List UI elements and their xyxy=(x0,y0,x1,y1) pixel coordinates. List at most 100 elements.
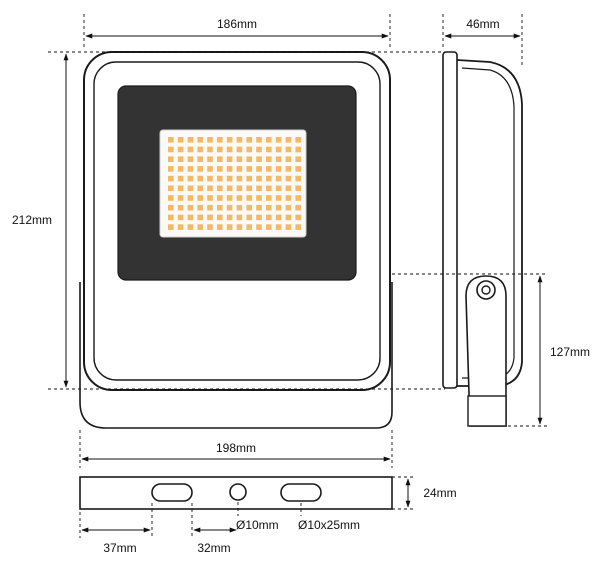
led-chip xyxy=(256,214,262,221)
led-chip xyxy=(275,214,282,221)
led-chip xyxy=(236,156,243,162)
led-chip xyxy=(168,175,174,182)
led-chip xyxy=(226,175,233,182)
led-chip xyxy=(226,214,233,221)
led-chip xyxy=(236,146,243,153)
led-chip xyxy=(256,175,262,182)
led-chip xyxy=(177,195,184,201)
led-chip xyxy=(266,156,272,162)
led-chip xyxy=(168,166,174,172)
led-chip xyxy=(177,146,184,153)
led-chip xyxy=(197,185,203,192)
led-chip xyxy=(217,195,223,201)
led-chip xyxy=(226,204,233,211)
led-chip xyxy=(275,146,282,153)
led-chip xyxy=(177,175,184,182)
led-chip xyxy=(217,166,223,172)
led-chip xyxy=(246,224,252,230)
led-chip xyxy=(275,175,282,182)
dimension-arrows xyxy=(63,33,543,533)
led-chip xyxy=(197,204,203,211)
led-chip xyxy=(197,166,203,172)
led-chip xyxy=(168,137,174,143)
led-chip xyxy=(266,175,272,182)
led-chip xyxy=(236,204,243,211)
led-chip xyxy=(226,185,233,192)
led-chip xyxy=(187,214,194,221)
led-chip xyxy=(285,185,292,192)
front-bracket-left-leg xyxy=(79,282,393,429)
side-front-plate xyxy=(442,51,458,389)
led-chip xyxy=(285,166,292,172)
led-chip xyxy=(168,214,174,221)
label-front-width: 186mm xyxy=(217,17,257,31)
led-chip xyxy=(217,214,223,221)
led-chip xyxy=(217,146,223,153)
led-chip xyxy=(207,156,213,162)
led-chip xyxy=(207,175,213,182)
led-chip xyxy=(168,204,174,211)
bracket-bottom-view xyxy=(79,476,393,510)
led-chip xyxy=(266,195,272,201)
led-chip xyxy=(275,224,282,230)
led-chip xyxy=(177,214,184,221)
led-chip xyxy=(177,137,184,143)
label-bracket-thickness: 24mm xyxy=(423,486,456,500)
bracket-plate xyxy=(79,476,393,510)
led-chip xyxy=(246,166,252,172)
led-chip xyxy=(177,204,184,211)
led-chip xyxy=(197,137,203,143)
led-chip xyxy=(266,146,272,153)
led-chip xyxy=(285,224,292,230)
led-chip xyxy=(236,185,243,192)
led-chip xyxy=(217,185,223,192)
led-chip xyxy=(177,166,184,172)
led-chip xyxy=(266,214,272,221)
label-hole-offset: 37mm xyxy=(103,541,136,555)
led-chip xyxy=(285,214,292,221)
led-chip xyxy=(168,146,174,153)
led-chip xyxy=(246,146,252,153)
slot-hole-left xyxy=(151,483,193,502)
led-chip xyxy=(226,224,233,230)
led-chip xyxy=(217,224,223,230)
led-chip xyxy=(187,146,194,153)
led-chip xyxy=(217,137,223,143)
led-chip xyxy=(207,214,213,221)
led-chip xyxy=(275,156,282,162)
led-chip xyxy=(187,224,194,230)
led-chip xyxy=(266,185,272,192)
led-chip xyxy=(207,195,213,201)
led-chip xyxy=(295,175,301,182)
led-panel xyxy=(159,129,307,238)
led-chip xyxy=(256,224,262,230)
led-chip xyxy=(197,214,203,221)
led-chip xyxy=(246,214,252,221)
label-side-depth: 46mm xyxy=(466,17,499,31)
label-slot-size: Ø10x25mm xyxy=(298,518,360,532)
led-chip xyxy=(285,204,292,211)
led-chip xyxy=(197,195,203,201)
led-chip xyxy=(256,195,262,201)
led-chip xyxy=(197,224,203,230)
led-chip xyxy=(295,185,301,192)
led-chip xyxy=(295,137,301,143)
label-bracket-width: 198mm xyxy=(216,441,256,455)
slot-hole-right xyxy=(280,483,322,502)
side-view xyxy=(442,51,523,427)
led-chip xyxy=(168,224,174,230)
led-chip xyxy=(226,137,233,143)
led-array xyxy=(168,137,301,230)
round-hole xyxy=(229,483,247,501)
led-chip xyxy=(256,185,262,192)
side-body-outline xyxy=(456,59,523,387)
led-chip xyxy=(187,166,194,172)
led-chip xyxy=(168,156,174,162)
led-chip xyxy=(295,214,301,221)
led-chip xyxy=(236,175,243,182)
led-chip xyxy=(246,137,252,143)
led-chip xyxy=(187,137,194,143)
led-chip xyxy=(236,166,243,172)
led-chip xyxy=(246,204,252,211)
led-chip xyxy=(217,156,223,162)
